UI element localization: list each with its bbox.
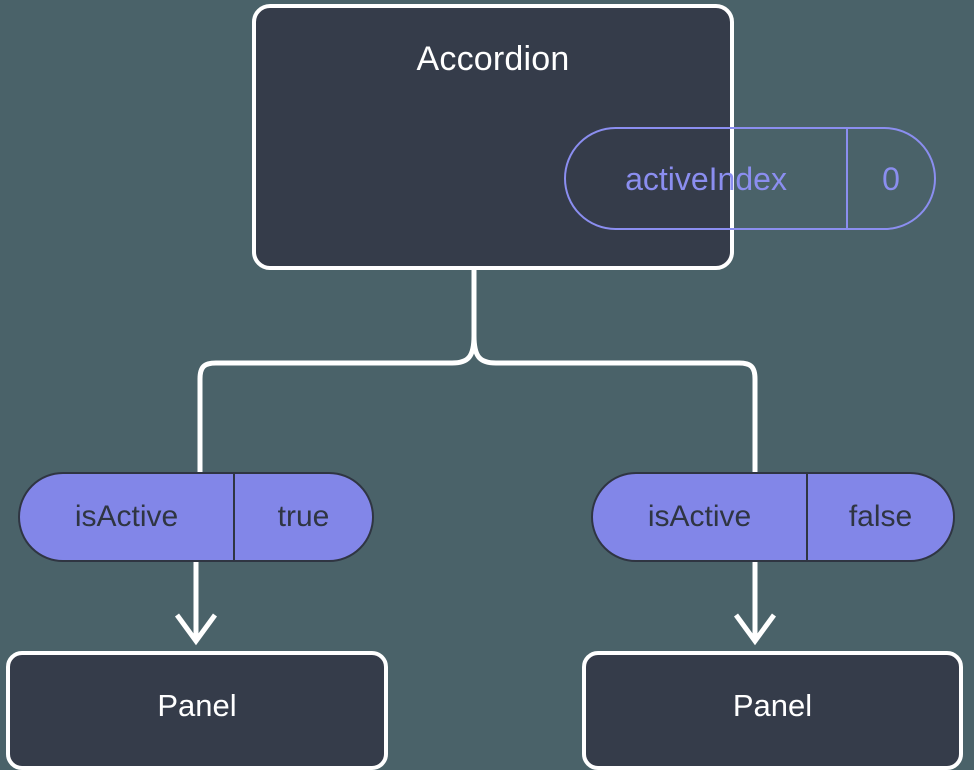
accordion-prop-pill[interactable]: activeIndex 0	[564, 127, 936, 230]
panel-node-right-label: Panel	[732, 688, 813, 723]
state-pill-left-value: true	[277, 500, 330, 533]
accordion-component-node[interactable]: Accordion activeIndex 0	[252, 4, 936, 270]
state-pill-right-value: false	[848, 500, 913, 533]
state-pill-right-key: isActive	[593, 474, 808, 560]
accordion-node-title: Accordion	[416, 40, 570, 78]
panel-node-right[interactable]: Panel	[582, 651, 963, 770]
panel-node-left[interactable]: Panel	[6, 651, 388, 770]
state-pill-right[interactable]: isActive false	[591, 472, 955, 562]
state-pill-left[interactable]: isActive true	[18, 472, 374, 562]
arrow-head-right	[733, 613, 777, 646]
connector-branch-right	[471, 335, 758, 472]
connector-branch-left	[197, 335, 477, 472]
arrow-head-left	[174, 613, 218, 646]
state-pill-left-key: isActive	[20, 474, 235, 560]
accordion-prop-key: activeIndex	[566, 129, 848, 228]
accordion-prop-value: 0	[882, 160, 900, 197]
panel-node-left-label: Panel	[157, 688, 237, 723]
